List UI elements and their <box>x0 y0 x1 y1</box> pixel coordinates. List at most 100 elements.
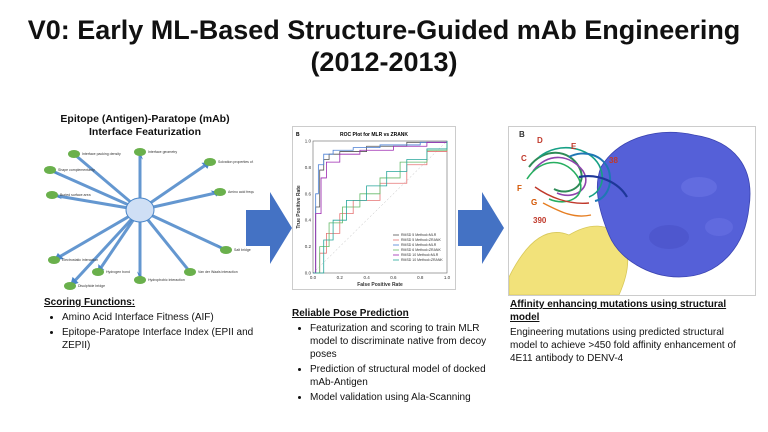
pose-prediction-list: Featurization and scoring to train MLR m… <box>292 322 492 404</box>
network-label: Shape complementarity <box>58 168 95 172</box>
roc-y-tick-label: 1.0 <box>305 139 312 144</box>
roc-x-tick-label: 0.0 <box>310 275 317 280</box>
mutation-label-e: E <box>571 142 577 151</box>
roc-legend-label: RMSD 10 Method=MLR <box>401 253 439 257</box>
network-edge <box>68 208 142 288</box>
affinity-mutations-body: Engineering mutations using predicted st… <box>510 327 736 364</box>
scoring-functions-header: Scoring Functions: <box>44 297 136 308</box>
roc-series-line <box>313 141 448 274</box>
network-node <box>44 166 56 174</box>
roc-x-tick-label: 0.4 <box>363 275 370 280</box>
roc-legend-label: RMSD 5 Method=MLR <box>401 233 437 237</box>
pose-item-structural-model: Prediction of structural model of docked… <box>310 363 492 389</box>
network-node <box>68 150 80 158</box>
network-label: Van der Waals interaction <box>198 270 238 274</box>
network-label: Solvation properties of amino acids <box>218 160 254 164</box>
slide-title: V0: Early ML-Based Structure-Guided mAb … <box>0 14 768 78</box>
network-node <box>92 268 104 276</box>
pose-item-featurization: Featurization and scoring to train MLR m… <box>310 322 492 361</box>
roc-series-line <box>313 141 448 274</box>
network-node <box>220 246 232 254</box>
roc-y-tick-label: 0.6 <box>305 191 312 196</box>
roc-legend-label: RMSD 6 Method=MLR <box>401 243 437 247</box>
scoring-item-epii: Epitope-Paratope Interface Index (EPII a… <box>62 326 254 352</box>
network-label: Hydrogen bond <box>106 270 130 274</box>
roc-ticks: 0.0 0.2 0.4 0.6 0.8 1.0 0.0 0.2 0.4 0.6 0.8 1.0 <box>305 139 451 281</box>
antibody-antigen-structure: B D E C F G 390 38 <box>508 126 756 296</box>
network-edge <box>53 208 141 262</box>
network-nodes <box>44 148 232 290</box>
network-node <box>64 282 76 290</box>
roc-x-axis-label: False Positive Rate <box>357 282 403 288</box>
roc-x-tick-label: 1.0 <box>444 275 451 280</box>
arrow-right-icon <box>246 192 292 264</box>
scoring-item-aif: Amino Acid Interface Fitness (AIF) <box>62 311 254 324</box>
roc-plot-frame <box>312 140 448 274</box>
network-label: Interface geometry <box>148 150 177 154</box>
roc-y-tick-label: 0.2 <box>305 244 312 249</box>
roc-series <box>313 141 448 274</box>
roc-x-tick-label: 0.6 <box>390 275 397 280</box>
network-edge <box>139 208 227 252</box>
roc-x-tick-label: 0.8 <box>417 275 424 280</box>
mutation-label-390: 390 <box>533 216 547 225</box>
roc-diagonal <box>312 140 448 274</box>
network-edge <box>139 160 211 212</box>
antibody-surface <box>509 225 629 295</box>
network-label: Interface packing density <box>82 152 121 156</box>
featurization-heading-line1: Epitope (Antigen)-Paratope (mAb) <box>60 113 230 125</box>
network-edge <box>49 168 141 212</box>
docked-pose-ribbons <box>526 147 628 217</box>
roc-legend-label: RMSD 10 Method=ZRANK <box>401 258 443 262</box>
mutation-label-d: D <box>537 136 543 145</box>
roc-y-tick-label: 0.4 <box>305 218 312 223</box>
network-label: Disulphide bridge <box>78 284 105 288</box>
roc-plot-figure: B ROC Plot for MLR vs ZRANK 0.0 0.2 0.4 0.6… <box>292 126 456 290</box>
arrow-right-icon <box>458 192 504 264</box>
roc-chart-title: ROC Plot for MLR vs ZRANK <box>340 132 408 138</box>
roc-series-line <box>313 141 448 274</box>
roc-y-axis-label: True Positive Rate <box>296 185 302 229</box>
network-edge <box>138 209 192 273</box>
network-label: Electrostatic interaction <box>62 258 98 262</box>
pose-prediction-header: Reliable Pose Prediction <box>292 308 409 319</box>
roc-y-tick-label: 0.0 <box>305 271 312 276</box>
featurization-heading-line2: Interface Featurization <box>88 126 202 138</box>
slide-title-line2: (2012-2013) <box>310 47 458 77</box>
network-hub-node <box>125 197 155 223</box>
roc-panel-label: B <box>296 132 300 138</box>
roc-plot: B ROC Plot for MLR vs ZRANK 0.0 0.2 0.4 0.6… <box>296 132 451 288</box>
network-node <box>214 188 226 196</box>
network-label: Salt bridge <box>234 248 251 252</box>
network-label: Amino acid frequency <box>228 190 254 194</box>
roc-legend-label: RMSD 6 Method=ZRANK <box>401 248 441 252</box>
mutation-label-f: F <box>517 184 522 193</box>
affinity-mutations-block: Affinity enhancing mutations using struc… <box>510 298 740 365</box>
antigen-surface <box>596 132 751 278</box>
scoring-functions-list: Amino Acid Interface Fitness (AIF) Epito… <box>44 311 254 352</box>
pose-prediction-block: Reliable Pose Prediction Featurization a… <box>292 307 492 406</box>
mutation-label-g: G <box>531 198 537 207</box>
network-edge <box>73 152 141 212</box>
pose-item-ala-scanning: Model validation using Ala-Scanning <box>310 391 492 404</box>
roc-legend-label: RMSD 5 Method=ZRANK <box>401 238 441 242</box>
mutation-label-38: 38 <box>609 156 618 165</box>
network-node <box>48 256 60 264</box>
network-node <box>134 148 146 156</box>
scoring-functions-block: Scoring Functions: Amino Acid Interface … <box>44 296 254 354</box>
network-label: Hydrophobic interaction <box>148 278 185 282</box>
network-node <box>184 268 196 276</box>
featurization-heading: Epitope (Antigen)-Paratope (mAb) Interfa… <box>40 113 250 139</box>
slide-title-line1: V0: Early ML-Based Structure-Guided mAb … <box>27 15 741 45</box>
roc-y-tick-label: 0.8 <box>305 165 312 170</box>
affinity-mutations-header: Affinity enhancing mutations using struc… <box>510 299 727 323</box>
network-edge <box>51 193 141 212</box>
roc-x-tick-label: 0.2 <box>337 275 344 280</box>
protein-structure-image: B D E C F G 390 38 <box>509 127 755 295</box>
network-node <box>134 276 146 284</box>
network-label: Buried surface area <box>60 193 91 197</box>
